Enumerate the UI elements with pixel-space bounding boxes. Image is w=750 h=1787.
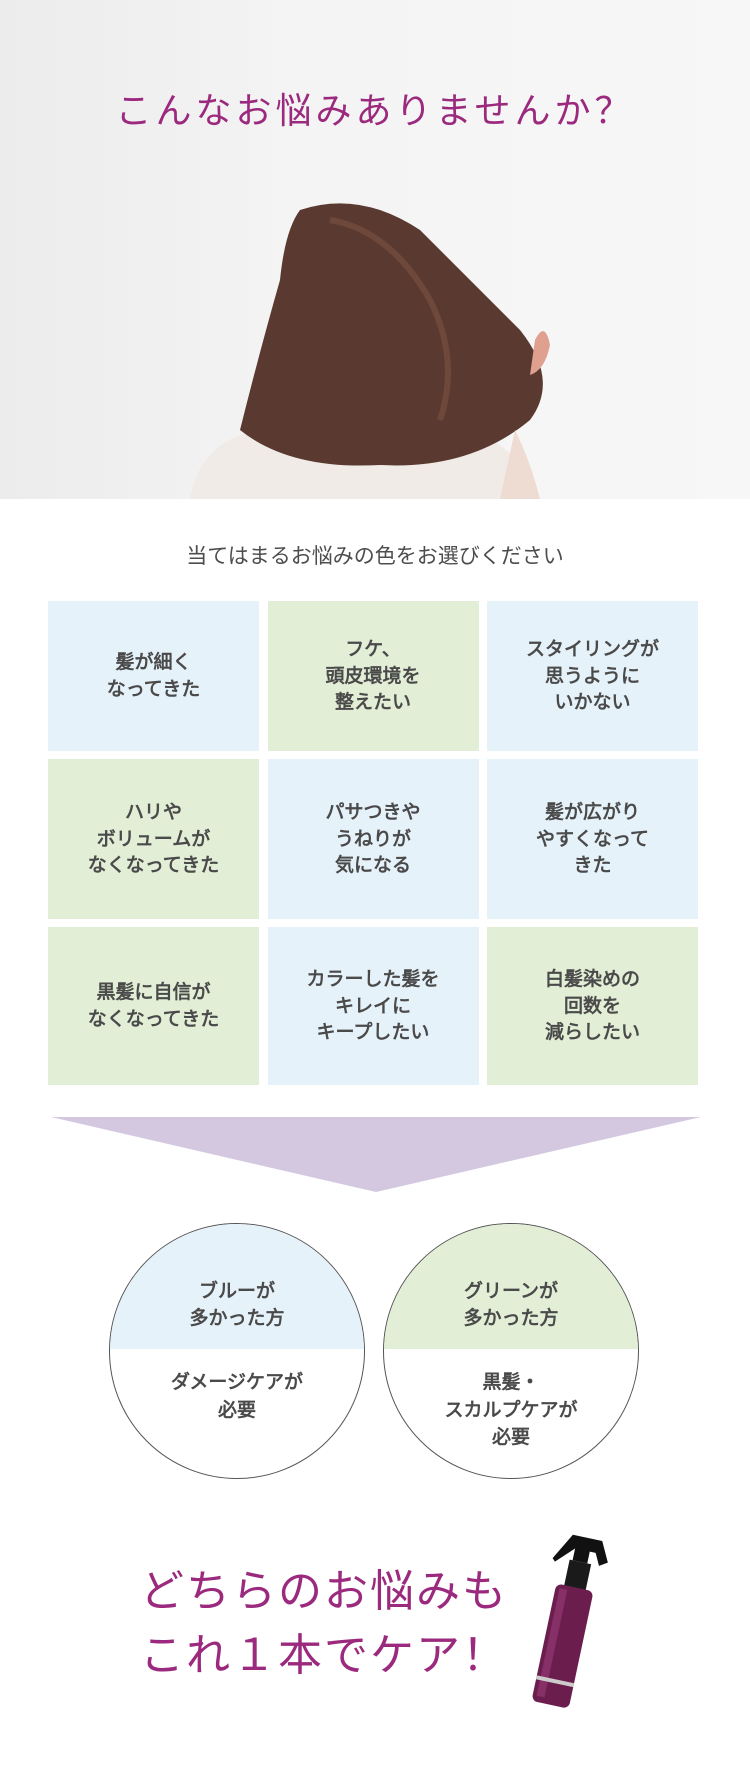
result-text: ダメージケアが 必要 — [170, 1371, 304, 1421]
concern-tile[interactable]: パサつきや うねりが 気になる — [267, 759, 479, 919]
page-title: こんなお悩みありませんか？ — [115, 91, 635, 132]
concern-tile[interactable]: フケ、 頭皮環境を 整えたい — [267, 601, 479, 751]
result-circle-blue: ブルーが 多かった方 ダメージケアが 必要 — [109, 1223, 365, 1479]
closing-line-1: どちらのお悩みも — [140, 1566, 508, 1617]
product-bottle-image — [532, 1534, 608, 1708]
concern-tile[interactable]: スタイリングが 思うように いかない — [487, 601, 698, 751]
result-condition: グリーンが 多かった方 — [384, 1224, 638, 1349]
closing-message: どちらのお悩みも これ１本でケア！ — [140, 1560, 508, 1688]
result-condition: ブルーが 多かった方 — [110, 1224, 364, 1349]
instruction-text: 当てはまるお悩みの色をお選びください — [186, 544, 564, 568]
closing-line-2: これ１本でケア！ — [140, 1630, 508, 1681]
concern-tile[interactable]: カラーした髪を キレイに キープしたい — [267, 927, 479, 1085]
concern-tile[interactable]: 髪が細く なってきた — [48, 601, 259, 751]
concern-tile[interactable]: 白髪染めの 回数を 減らしたい — [487, 927, 698, 1085]
result-text: 黒髪・ スカルプケアが 必要 — [444, 1371, 578, 1449]
concern-tile[interactable]: 黒髪に自信が なくなってきた — [48, 927, 259, 1085]
down-arrow-icon — [51, 1117, 701, 1192]
concern-grid: 髪が細く なってきた フケ、 頭皮環境を 整えたい スタイリングが 思うように … — [48, 601, 698, 1085]
concern-tile[interactable]: 髪が広がり やすくなって きた — [487, 759, 698, 919]
woman-hair-photo — [190, 203, 550, 499]
concern-tile[interactable]: ハリや ボリュームが なくなってきた — [48, 759, 259, 919]
hero-photo: こんなお悩みありませんか？ — [0, 0, 750, 499]
result-circle-green: グリーンが 多かった方 黒髪・ スカルプケアが 必要 — [383, 1223, 639, 1479]
